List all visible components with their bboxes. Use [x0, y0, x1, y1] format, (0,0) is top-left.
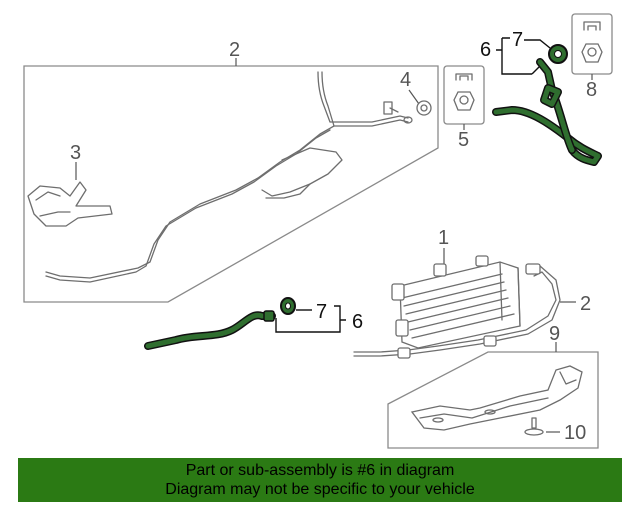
info-banner: Part or sub-assembly is #6 in diagram Di… [18, 458, 622, 502]
banner-line-1: Part or sub-assembly is #6 in diagram [185, 462, 455, 479]
oil-cooler-drawing [391, 255, 521, 349]
leader-4 [408, 89, 420, 105]
callout-5: 5 [458, 129, 469, 151]
cooler-lines-drawing [45, 71, 413, 283]
bracket-drawing [27, 181, 113, 227]
callout-10: 10 [564, 422, 586, 444]
callout-1: 1 [438, 227, 449, 249]
callout-6-top: 6 [480, 39, 491, 61]
shield-box-9 [387, 342, 599, 449]
callout-6-bottom: 6 [352, 311, 363, 333]
leaders-6-7-top [496, 37, 551, 75]
clip-box-8 [571, 13, 613, 80]
banner-line-2: Diagram may not be specific to your vehi… [165, 481, 475, 498]
cooler-line-right [353, 263, 576, 359]
highlighted-hose-6-bottom [144, 297, 296, 350]
callout-7-bottom: 7 [316, 301, 327, 323]
callout-9: 9 [549, 323, 560, 345]
callout-2-right: 2 [580, 293, 591, 315]
callout-2-top: 2 [229, 39, 240, 61]
callout-3: 3 [70, 142, 81, 164]
cooler-lines-assembly-box [23, 58, 439, 303]
clip-box-5 [443, 65, 485, 130]
callout-8: 8 [586, 79, 597, 101]
callout-4: 4 [400, 69, 411, 91]
highlighted-hose-6-top [492, 44, 602, 166]
callout-7-top: 7 [512, 29, 523, 51]
leaders-6-7-bottom [275, 305, 346, 333]
bolt-10 [524, 417, 560, 436]
seal-ring-4 [416, 100, 432, 116]
